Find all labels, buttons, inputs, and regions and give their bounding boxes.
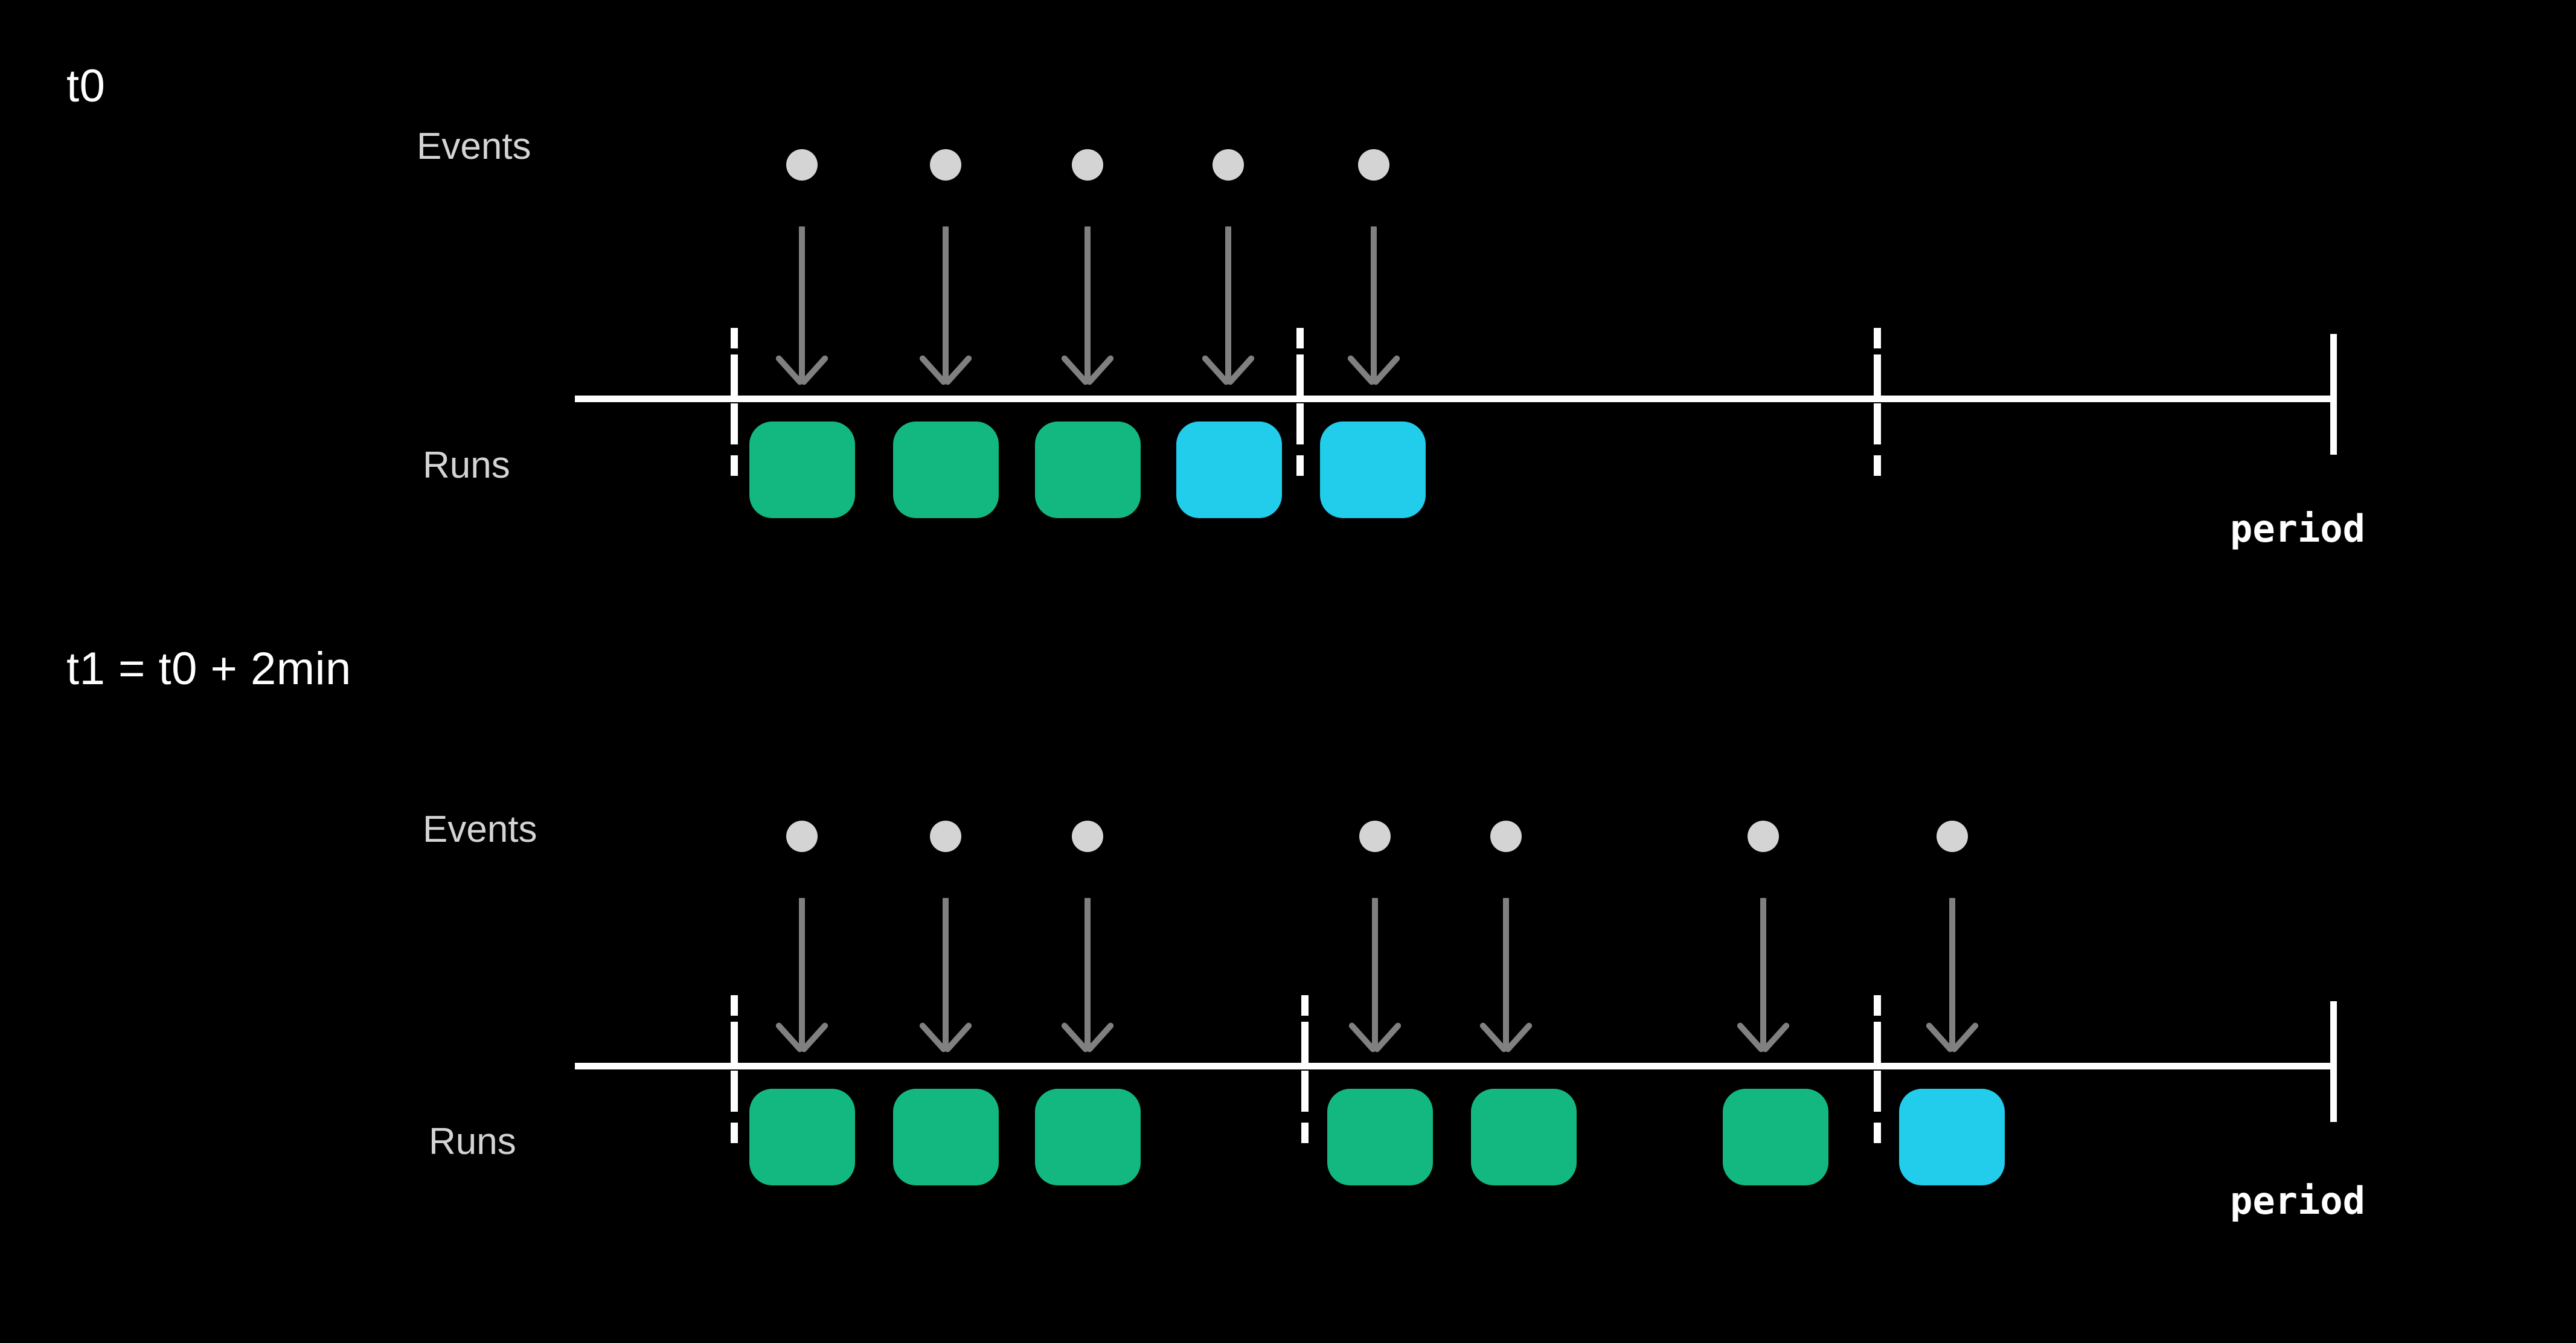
- event-dot: [1072, 149, 1103, 181]
- run-block-green[interactable]: [893, 1089, 999, 1185]
- period-caption: period: [2230, 507, 2365, 551]
- event-arrow: [1478, 898, 1534, 1054]
- dash-segment: [1301, 995, 1309, 1016]
- event-arrow: [918, 898, 973, 1054]
- event-dot: [930, 821, 961, 852]
- event-dot: [786, 149, 818, 181]
- dash-segment: [1301, 1071, 1309, 1112]
- arrow-shaft: [1949, 898, 1955, 1048]
- events-row-label: Events: [423, 809, 537, 850]
- run-block-green[interactable]: [749, 421, 855, 518]
- run-block-green[interactable]: [749, 1089, 855, 1185]
- run-block-cyan[interactable]: [1176, 421, 1282, 518]
- event-arrow: [774, 898, 830, 1054]
- run-block-cyan[interactable]: [1320, 421, 1426, 518]
- dash-segment: [731, 455, 738, 476]
- event-arrow: [1346, 226, 1402, 386]
- dash-segment: [1296, 455, 1304, 476]
- dash-segment: [1874, 354, 1881, 396]
- arrow-shaft: [799, 226, 805, 380]
- period-caption: period: [2230, 1179, 2365, 1223]
- dash-segment: [1874, 1022, 1881, 1063]
- event-arrow: [774, 226, 830, 386]
- dash-segment: [731, 1123, 738, 1143]
- run-block-green[interactable]: [893, 421, 999, 518]
- dash-segment: [731, 1071, 738, 1112]
- dash-segment: [1301, 1022, 1309, 1063]
- dash-segment: [1874, 1071, 1881, 1112]
- arrow-shaft: [1085, 898, 1091, 1048]
- event-dot: [1490, 821, 1522, 852]
- event-dot: [1359, 821, 1391, 852]
- dash-segment: [731, 995, 738, 1016]
- event-dot: [1358, 149, 1389, 181]
- run-block-cyan[interactable]: [1899, 1089, 2005, 1185]
- time-heading-t1: t1 = t0 + 2min: [66, 643, 351, 694]
- period-end-tick: [2330, 334, 2337, 455]
- runs-row-label: Runs: [429, 1121, 516, 1162]
- event-dot: [1213, 149, 1244, 181]
- dash-segment: [731, 328, 738, 348]
- event-dot: [1748, 821, 1779, 852]
- dash-segment: [1301, 1123, 1309, 1143]
- event-dot: [1072, 821, 1103, 852]
- event-arrow: [1200, 226, 1256, 386]
- event-dot: [1937, 821, 1968, 852]
- runs-row-label: Runs: [423, 444, 510, 486]
- dash-segment: [1874, 995, 1881, 1016]
- events-row-label: Events: [417, 126, 531, 167]
- event-arrow: [918, 226, 973, 386]
- arrow-shaft: [943, 898, 949, 1048]
- time-heading-t0: t0: [66, 60, 106, 112]
- dash-segment: [731, 1022, 738, 1063]
- timeline-axis-line: [575, 1063, 2337, 1069]
- dash-segment: [1296, 403, 1304, 444]
- dash-segment: [1296, 354, 1304, 396]
- arrow-shaft: [799, 898, 805, 1048]
- arrow-shaft: [1372, 898, 1378, 1048]
- event-arrow: [1060, 898, 1115, 1054]
- event-arrow: [1735, 898, 1791, 1054]
- arrow-shaft: [1371, 226, 1377, 380]
- event-arrow: [1347, 898, 1403, 1054]
- dash-segment: [1874, 455, 1881, 476]
- event-dot: [786, 821, 818, 852]
- dash-segment: [731, 354, 738, 396]
- dash-segment: [731, 403, 738, 444]
- dash-segment: [1874, 403, 1881, 444]
- arrow-shaft: [1760, 898, 1766, 1048]
- arrow-shaft: [1503, 898, 1509, 1048]
- period-end-tick: [2330, 1001, 2337, 1122]
- event-arrow: [1924, 898, 1980, 1054]
- run-block-green[interactable]: [1327, 1089, 1433, 1185]
- run-block-green[interactable]: [1471, 1089, 1577, 1185]
- event-arrow: [1060, 226, 1115, 386]
- event-dot: [930, 149, 961, 181]
- dash-segment: [1874, 328, 1881, 348]
- timeline-axis-line: [575, 396, 2337, 402]
- run-block-green[interactable]: [1035, 421, 1141, 518]
- run-block-green[interactable]: [1035, 1089, 1141, 1185]
- arrow-shaft: [1085, 226, 1091, 380]
- arrow-shaft: [943, 226, 949, 380]
- run-block-green[interactable]: [1723, 1089, 1828, 1185]
- dash-segment: [1296, 328, 1304, 348]
- dash-segment: [1874, 1123, 1881, 1143]
- arrow-shaft: [1225, 226, 1231, 380]
